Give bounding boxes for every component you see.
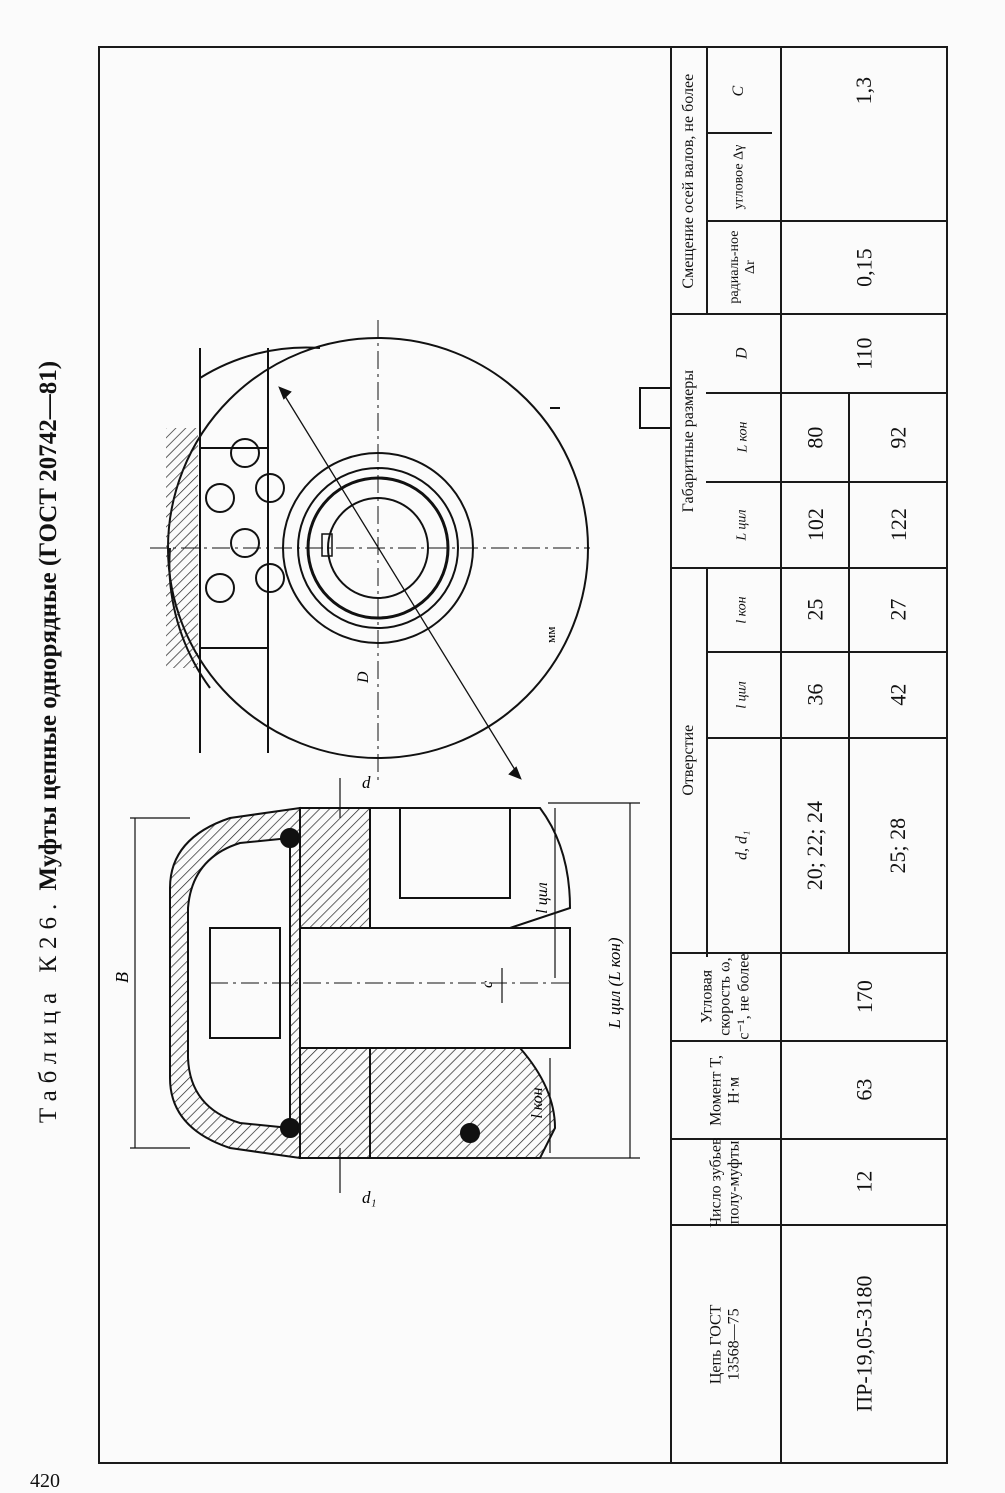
header-bottom-border [780, 48, 782, 1462]
dim-D: D [355, 671, 372, 684]
header-l-con: l кон [734, 596, 750, 624]
table-title-main: Муфты цепные однорядные (ГОСТ 20742—81) [35, 360, 62, 891]
cell-C: 1,3 [851, 77, 877, 105]
cell-moment: 63 [851, 1078, 877, 1101]
cell-l-con-2: 27 [885, 598, 911, 621]
cell-speed: 170 [851, 980, 877, 1014]
cell-angular [782, 134, 946, 220]
cell-d-1: 20; 22; 24 [802, 800, 828, 891]
sub-row-divider [848, 392, 850, 952]
dim-d1: d₁ [362, 1188, 376, 1207]
header-moment: Момент T, Н·м [707, 1054, 743, 1126]
cell-l-cyl-2: 42 [885, 683, 911, 706]
col-line [706, 220, 948, 222]
col-line [706, 481, 948, 483]
dim-l-con: l кон [529, 1087, 546, 1118]
section-view [169, 806, 572, 1160]
col-line [670, 313, 948, 315]
header-radial: радиаль-ное Δr [726, 230, 758, 305]
cell-l-cyl-1: 36 [802, 683, 828, 706]
cell-L-con-2: 92 [885, 426, 911, 449]
header-chain: Цепь ГОСТ 13568—75 [707, 1304, 743, 1384]
header-C: C [729, 85, 747, 97]
dims-hole-divider [706, 567, 708, 957]
col-line [670, 1040, 948, 1042]
header-hole-group: Отверстие [679, 725, 697, 796]
col-line [670, 567, 948, 569]
table-title: Таблица К26. Муфты цепные однорядные (ГО… [35, 42, 75, 1442]
dim-B: B [112, 972, 132, 983]
col-line [670, 1224, 948, 1226]
dim-d: d [362, 773, 371, 792]
header-teeth: Число зубьев полу-муфты [707, 1137, 743, 1227]
cell-chain: ПР-19,05-3180 [851, 1275, 877, 1413]
header-D: D [733, 347, 751, 360]
offset-group-divider [706, 48, 708, 313]
header-offset-group: Смещение осей валов, не более [679, 74, 697, 289]
dim-l-cyl: l цил [534, 882, 551, 913]
cell-d-2: 25; 28 [885, 817, 911, 874]
cell-teeth: 12 [851, 1170, 877, 1193]
cell-L-cyl-1: 102 [802, 508, 828, 542]
end-view [150, 320, 670, 783]
header-L-con: L кон [734, 422, 750, 453]
col-line [670, 1138, 948, 1140]
table-top-border [670, 48, 672, 1462]
header-L-cyl: L цил [734, 509, 750, 541]
header-angular: угловое Δγ [730, 144, 746, 210]
col-line [706, 392, 948, 394]
header-speed: Угловая скорость ω, с⁻¹, не более [698, 953, 753, 1041]
dim-unit: мм [543, 627, 558, 643]
col-line [706, 651, 948, 653]
cell-D: 110 [851, 337, 877, 370]
dimension-lines [130, 778, 640, 1193]
cell-l-con-1: 25 [802, 598, 828, 621]
cell-radial: 0,15 [851, 248, 877, 287]
table-frame [98, 46, 948, 1464]
cell-L-con-1: 80 [802, 426, 828, 449]
header-l-cyl: l цил [734, 681, 750, 709]
header-dims-group: Габаритные размеры [679, 369, 697, 513]
dim-c: c [479, 981, 496, 988]
page-number: 420 [30, 1470, 60, 1492]
col-line [706, 737, 948, 739]
dim-L: L цил (L кон) [605, 937, 624, 1029]
header-d: d, d₁ [733, 830, 751, 861]
col-line [706, 132, 772, 134]
col-line [670, 952, 948, 954]
coupling-drawing: D мм B L цил (L кон) l [112, 320, 670, 1207]
cell-L-cyl-2: 122 [885, 508, 911, 542]
table-title-prefix: Таблица К26. [35, 896, 62, 1124]
